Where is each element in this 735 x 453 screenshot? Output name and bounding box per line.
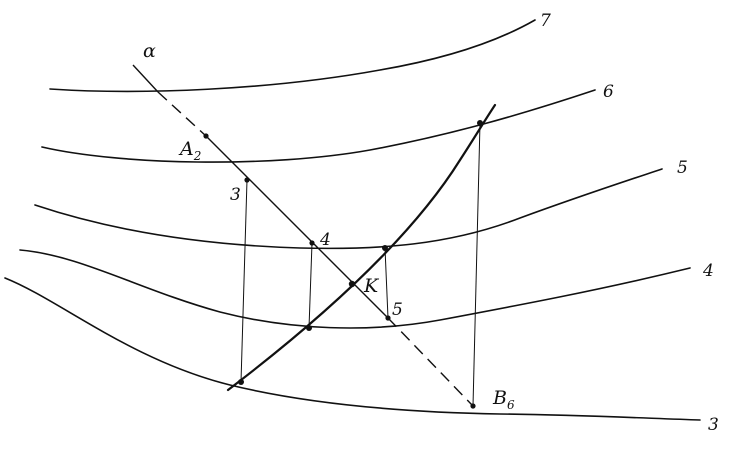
curve-point-3 [238, 379, 244, 385]
curve-point-5 [382, 245, 388, 251]
projection-line-5 [384, 247, 389, 319]
point-label-b6-letter: B [492, 387, 507, 409]
contour-label-3: 3 [708, 415, 719, 435]
point-b6 [470, 403, 476, 409]
point-label-3: 3 [230, 185, 241, 205]
plane-trace-dashed-upper [157, 91, 207, 137]
contour-label-6: 6 [603, 82, 614, 102]
point-label-a2-letter: A [178, 138, 194, 160]
contour-label-4: 4 [702, 261, 714, 281]
projection-line-4 [308, 242, 313, 329]
point-label-b6-index: 6 [507, 398, 515, 412]
point-3 [244, 177, 250, 183]
contour-label-7: 7 [540, 11, 551, 31]
point-label-b6: B6 [492, 387, 515, 412]
plane-trace-solid-middle [205, 135, 389, 319]
point-label-4: 4 [319, 230, 331, 250]
plane-label-alpha: α [143, 40, 156, 62]
point-a2 [203, 133, 209, 139]
projection-line-3 [240, 179, 248, 383]
curve-point-4 [306, 325, 312, 331]
point-label-a2-index: 2 [193, 149, 202, 163]
plane-trace-dashed-lower [387, 317, 474, 407]
contour-line-4 [19, 249, 691, 329]
point-5 [385, 315, 391, 321]
contour-label-5: 5 [677, 158, 688, 178]
contour-line-6 [41, 89, 596, 163]
point-k [348, 280, 356, 288]
point-4 [309, 240, 315, 246]
projection-line-b [472, 122, 481, 407]
point-label-k: K [363, 275, 380, 297]
point-label-a2: A2 [178, 138, 201, 163]
plane-trace-solid-upper [132, 64, 159, 93]
contour-line-5 [34, 168, 663, 250]
curve-point-6 [477, 120, 483, 126]
contour-line-3 [4, 277, 701, 421]
point-label-5: 5 [392, 300, 403, 320]
contour-line-7 [49, 19, 536, 93]
